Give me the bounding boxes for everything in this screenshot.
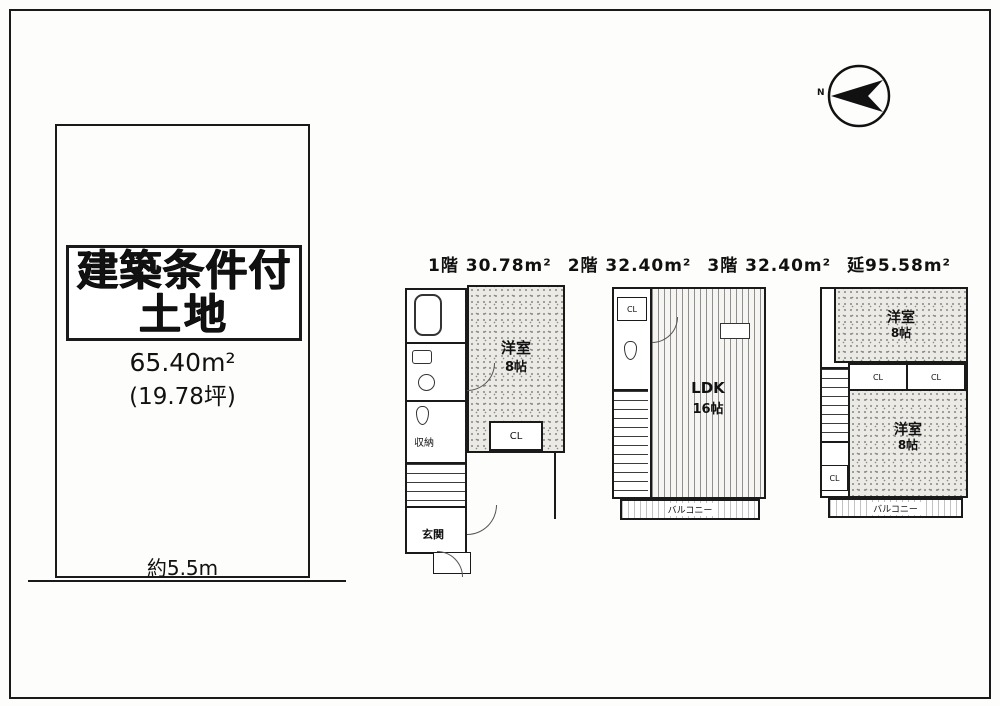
land-title-line1: 建築条件付 — [76, 246, 292, 296]
f1-closet: CL — [489, 421, 543, 451]
f3-western-room-top: 洋室 8帖 — [834, 289, 966, 363]
f3-closet-right-label: CL — [930, 372, 942, 382]
f2-ldk-label: LDK — [691, 379, 725, 397]
f1-interior-door-arc — [467, 505, 497, 535]
f3-closet-right: CL — [908, 363, 966, 391]
floor-plan-2f: LDK 16帖 CL バルコニー — [610, 287, 770, 527]
f2-balcony-label: バルコニー — [664, 503, 716, 516]
f2-ldk-size: 16帖 — [692, 402, 724, 417]
f1-washroom — [407, 344, 465, 402]
f3-closet-lower: CL — [822, 465, 848, 491]
sink-icon — [412, 350, 432, 364]
f1-bathroom — [407, 290, 465, 344]
f3-western-room-bottom: 洋室 8帖 — [848, 391, 966, 496]
f2-ldk-door-arc — [652, 317, 678, 343]
f3-stairs — [822, 367, 848, 443]
floor3-area-label: 3階 32.40m² — [707, 256, 832, 276]
total-area-label: 延95.58m² — [847, 256, 951, 276]
f3-room-bottom-label: 洋室 — [894, 422, 922, 438]
floor2-area-label: 2階 32.40m² — [567, 256, 692, 276]
f1-room-label: 洋室 — [500, 339, 531, 357]
land-area-tsubo: (19.78坪) — [129, 384, 236, 410]
f1-storage-label: 収納 — [414, 438, 434, 449]
floor-plan-3f: 洋室 8帖 CL CL 洋室 8帖 CL — [818, 287, 972, 525]
f3-balcony-label: バルコニー — [870, 501, 921, 515]
f2-outer: LDK 16帖 CL — [612, 287, 766, 499]
land-plot: 建築条件付 土地 65.40m² (19.78坪) 約5.5m — [55, 124, 310, 580]
compass-graphic — [827, 64, 891, 128]
ground-line — [28, 580, 346, 582]
f3-closet-left-label: CL — [872, 372, 884, 382]
f3-closet-left: CL — [848, 363, 908, 391]
f2-balcony: バルコニー — [620, 499, 760, 520]
f2-closet-label: CL — [626, 304, 638, 314]
f1-entrance-label: 玄関 — [422, 528, 444, 541]
land-title-line2: 土地 — [138, 290, 229, 339]
sheet-border — [9, 9, 991, 699]
f1-toilet-storage: 収納 — [407, 402, 465, 464]
land-frontage-label: 約5.5m — [146, 556, 219, 580]
floor-areas-header: 1階 30.78m² 2階 32.40m² 3階 32.40m² 延95.58m… — [428, 251, 958, 276]
f2-stairs — [614, 389, 648, 493]
toilet-icon — [416, 406, 429, 425]
washer-icon — [418, 374, 435, 391]
compass: N — [817, 58, 896, 134]
f3-closet-row: CL CL — [848, 363, 966, 391]
f3-closet-lower-label: CL — [829, 473, 840, 483]
land-area: 65.40m² — [129, 348, 236, 377]
f3-balcony: バルコニー — [828, 498, 963, 518]
compass-north-label: N — [817, 88, 825, 98]
f3-room-top-label: 洋室 — [887, 310, 915, 326]
f2-ldk-room: LDK 16帖 — [650, 289, 764, 497]
f3-room-bottom-size: 8帖 — [897, 438, 919, 452]
bathtub-icon — [414, 294, 442, 336]
f3-room-top-size: 8帖 — [890, 326, 912, 340]
f1-room-size: 8帖 — [504, 360, 528, 375]
floor1-area-label: 1階 30.78m² — [428, 256, 552, 276]
kitchen-stove-icon — [720, 323, 750, 339]
f1-entrance: 玄関 — [407, 508, 465, 556]
f2-closet: CL — [617, 297, 647, 321]
land-title-box: 建築条件付 土地 — [66, 245, 302, 341]
floor-plan-1f: 収納 玄関 洋室 8帖 CL — [403, 283, 571, 583]
f1-service-column: 収納 玄関 — [405, 288, 467, 554]
f1-stairs — [407, 464, 465, 508]
f1-wall-stub — [554, 453, 556, 519]
f2-toilet-icon — [624, 341, 637, 360]
f1-closet-label: CL — [509, 430, 523, 442]
f3-outer: 洋室 8帖 CL CL 洋室 8帖 CL — [820, 287, 968, 498]
